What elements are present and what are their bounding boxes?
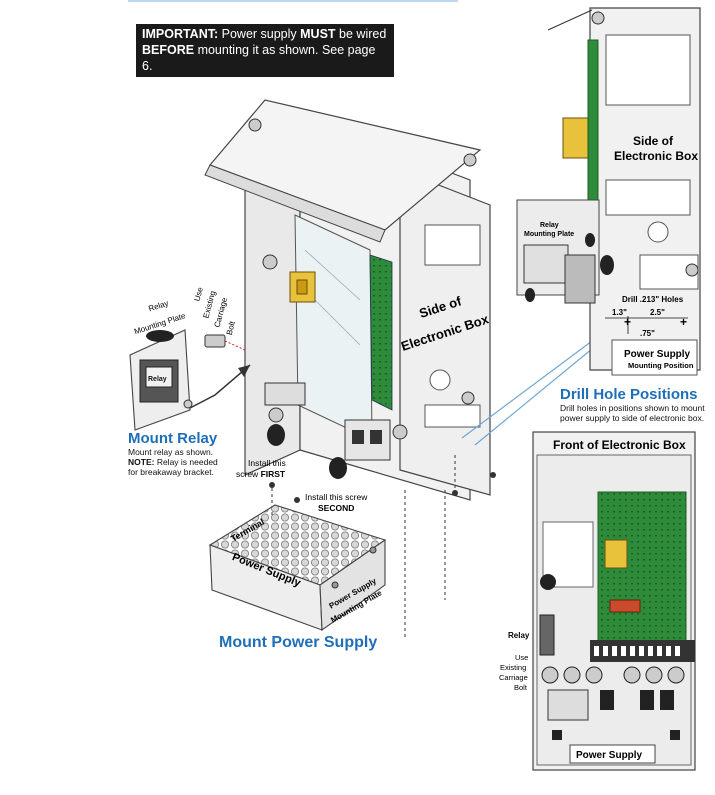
carriage-bolt (204, 334, 246, 351)
important-label: IMPORTANT: (142, 27, 219, 41)
banner-text-3: mounting it as shown. See page 6. (142, 43, 376, 73)
mount-relay-line1: Mount relay as shown. (128, 447, 214, 457)
power-supply (208, 504, 387, 632)
front-relay: Relay (508, 631, 530, 640)
svg-text:+: + (624, 315, 631, 329)
mount-relay-title: Mount Relay (128, 430, 218, 447)
side-relay-plate-1: Relay (540, 222, 559, 229)
front-carriage-3: Carriage (499, 673, 528, 682)
banner-must: MUST (300, 27, 336, 41)
side-title-1: Side of (633, 134, 674, 148)
dim-0-75: .75" (640, 329, 655, 338)
side-relay-plate-2: Mounting Plate (524, 231, 574, 238)
mount-relay-note: NOTE: Relay is needed (128, 457, 218, 467)
install-second-2: SECOND (318, 503, 354, 513)
mount-relay-line3: for breakaway bracket. (128, 467, 214, 477)
side-view-panel (516, 7, 701, 376)
important-banner: IMPORTANT: Power supply MUST be wired BE… (136, 24, 394, 77)
install-second-1: Install this screw (305, 492, 368, 502)
drill-holes-line2: power supply to side of electronic box. (560, 413, 705, 423)
install-first-2: screw FIRST (236, 469, 286, 479)
svg-text:+: + (680, 315, 687, 329)
dim-2-5: 2.5" (650, 308, 665, 317)
side-ps-2: Mounting Position (628, 361, 694, 370)
front-carriage-1: Use (515, 653, 528, 662)
install-first-1: Install this (248, 458, 286, 468)
side-ps-1: Power Supply (624, 349, 691, 360)
relay-brand-label: Relay (148, 376, 167, 383)
top-rule (128, 0, 458, 2)
front-power-supply: Power Supply (576, 750, 643, 761)
electronic-box (204, 99, 491, 501)
dim-1-3: 1.3" (612, 308, 627, 317)
carriage-label-1: Use (192, 286, 205, 303)
drill-holes-section: Drill Hole Positions Drill holes in posi… (560, 386, 710, 423)
drill-size-label: Drill .213" Holes (622, 295, 684, 304)
drill-holes-title: Drill Hole Positions (560, 386, 698, 403)
relay-mounting-plate (129, 329, 193, 431)
front-view-panel (532, 431, 696, 771)
banner-text-2: be wired (335, 27, 387, 41)
mount-relay-section: Mount Relay Mount relay as shown. NOTE: … (128, 430, 258, 477)
carriage-label-4: Bolt (225, 320, 237, 336)
banner-text-1: Power supply (218, 27, 301, 41)
front-carriage-2: Existing (500, 663, 526, 672)
drill-holes-line1: Drill holes in positions shown to mount (560, 403, 705, 413)
side-title-2: Electronic Box (614, 149, 698, 163)
front-title: Front of Electronic Box (553, 438, 686, 452)
banner-before: BEFORE (142, 43, 195, 57)
mount-power-supply-title: Mount Power Supply (219, 634, 378, 651)
front-carriage-4: Bolt (514, 683, 528, 692)
relay-plate-label-1: Relay (147, 299, 169, 314)
